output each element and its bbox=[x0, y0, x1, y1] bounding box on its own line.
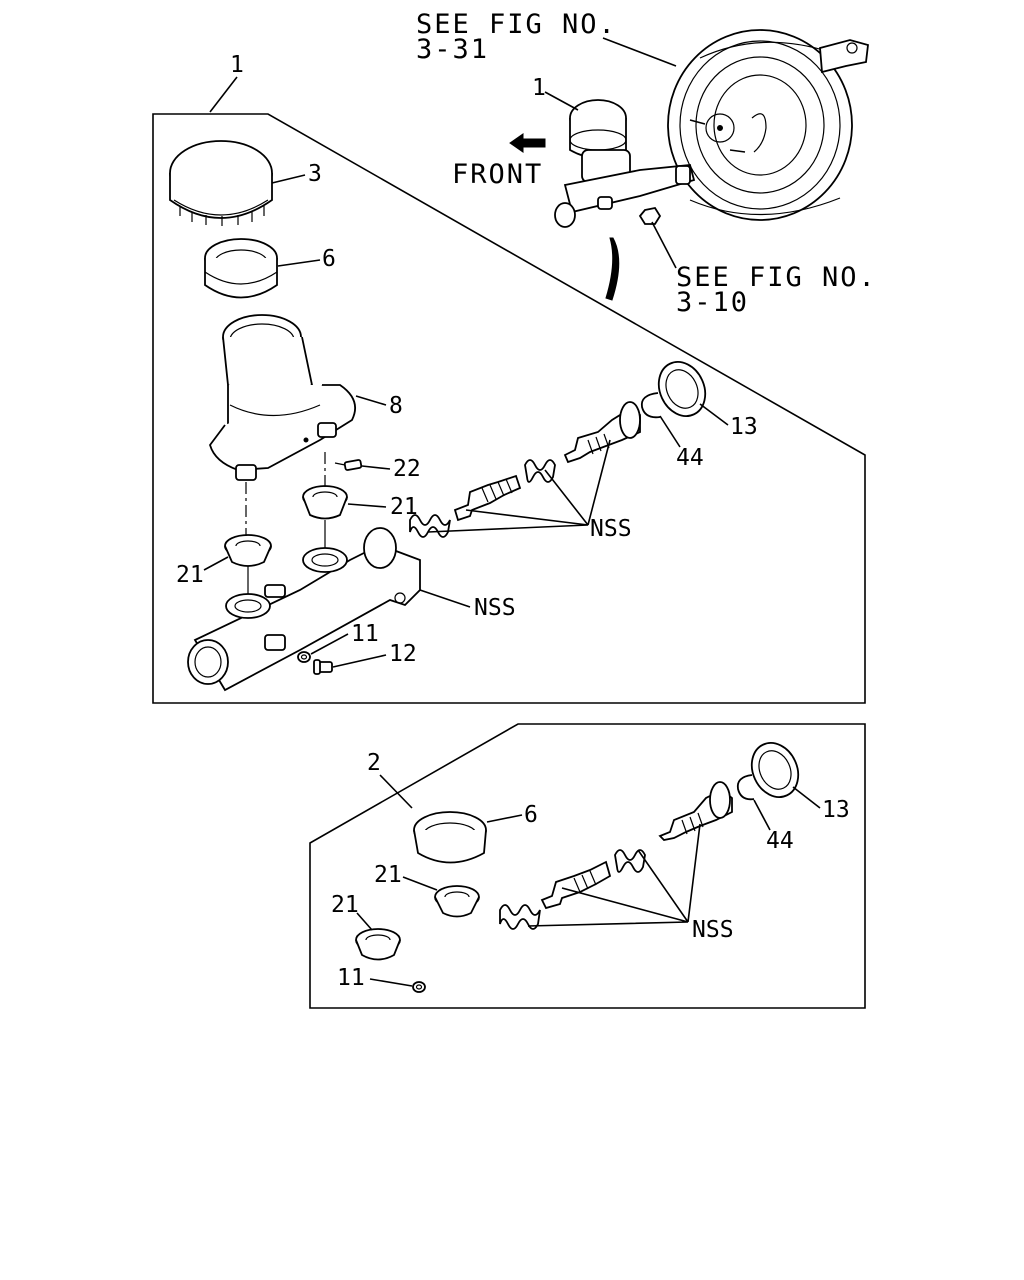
callout-2: 2 bbox=[367, 750, 381, 776]
callout-13: 13 bbox=[730, 414, 758, 440]
reservoir-seal bbox=[204, 238, 278, 299]
kit-callout-13: 13 bbox=[822, 797, 850, 823]
nut-reference-line2: 3-10 bbox=[676, 287, 749, 318]
callout-44: 44 bbox=[676, 445, 704, 471]
grommet-lower bbox=[224, 534, 272, 567]
kit-grommet-upper bbox=[434, 885, 480, 918]
master-cylinder-assembly-panel bbox=[152, 113, 866, 704]
booster-reference-line2: 3-31 bbox=[416, 34, 489, 65]
retainer-clip bbox=[640, 392, 661, 419]
kit-callout-6: 6 bbox=[524, 802, 538, 828]
front-arrow-icon bbox=[509, 133, 546, 153]
stopper-bolt bbox=[313, 659, 333, 675]
kit-callout-nss: NSS bbox=[692, 917, 734, 943]
reservoir-screw bbox=[334, 459, 363, 471]
master-cylinder-overview bbox=[554, 99, 696, 301]
gasket-washer bbox=[297, 651, 311, 663]
kit-piston-boot-seal bbox=[750, 742, 800, 798]
grommet-upper bbox=[302, 485, 348, 520]
brake-booster-overview bbox=[667, 29, 869, 221]
kit-callout-11: 11 bbox=[337, 965, 365, 991]
kit-callout-21-upper: 21 bbox=[374, 862, 402, 888]
kit-gasket-washer bbox=[412, 981, 426, 993]
cylinder-body bbox=[187, 527, 421, 692]
kit-piston-spring-set bbox=[499, 781, 733, 930]
booster-reference-line1: SEE FIG NO. bbox=[416, 9, 617, 40]
kit-grommet-lower bbox=[355, 928, 401, 961]
callout-nss-body: NSS bbox=[474, 595, 516, 621]
piston-spring-set bbox=[409, 401, 641, 538]
kit-callout-21-lower: 21 bbox=[331, 892, 359, 918]
callout-21-lower: 21 bbox=[176, 562, 204, 588]
callout-12: 12 bbox=[389, 641, 417, 667]
piston-boot-seal bbox=[657, 361, 707, 417]
callout-1: 1 bbox=[230, 52, 244, 78]
callout-nss-pistons: NSS bbox=[590, 516, 632, 542]
kit-reservoir-seal bbox=[413, 811, 487, 864]
callout-3: 3 bbox=[308, 161, 322, 187]
nut-reference-line1: SEE FIG NO. bbox=[676, 262, 877, 293]
overview-callout-1: 1 bbox=[532, 75, 546, 101]
front-label: FRONT bbox=[452, 159, 543, 190]
callout-22: 22 bbox=[393, 456, 421, 482]
kit-callout-44: 44 bbox=[766, 828, 794, 854]
callout-8: 8 bbox=[389, 393, 403, 419]
reservoir-cap bbox=[169, 140, 273, 226]
fluid-reservoir bbox=[209, 314, 356, 481]
callout-6: 6 bbox=[322, 246, 336, 272]
repair-kit-panel bbox=[309, 723, 866, 1009]
callout-11: 11 bbox=[351, 621, 379, 647]
kit-retainer-clip bbox=[736, 774, 755, 801]
